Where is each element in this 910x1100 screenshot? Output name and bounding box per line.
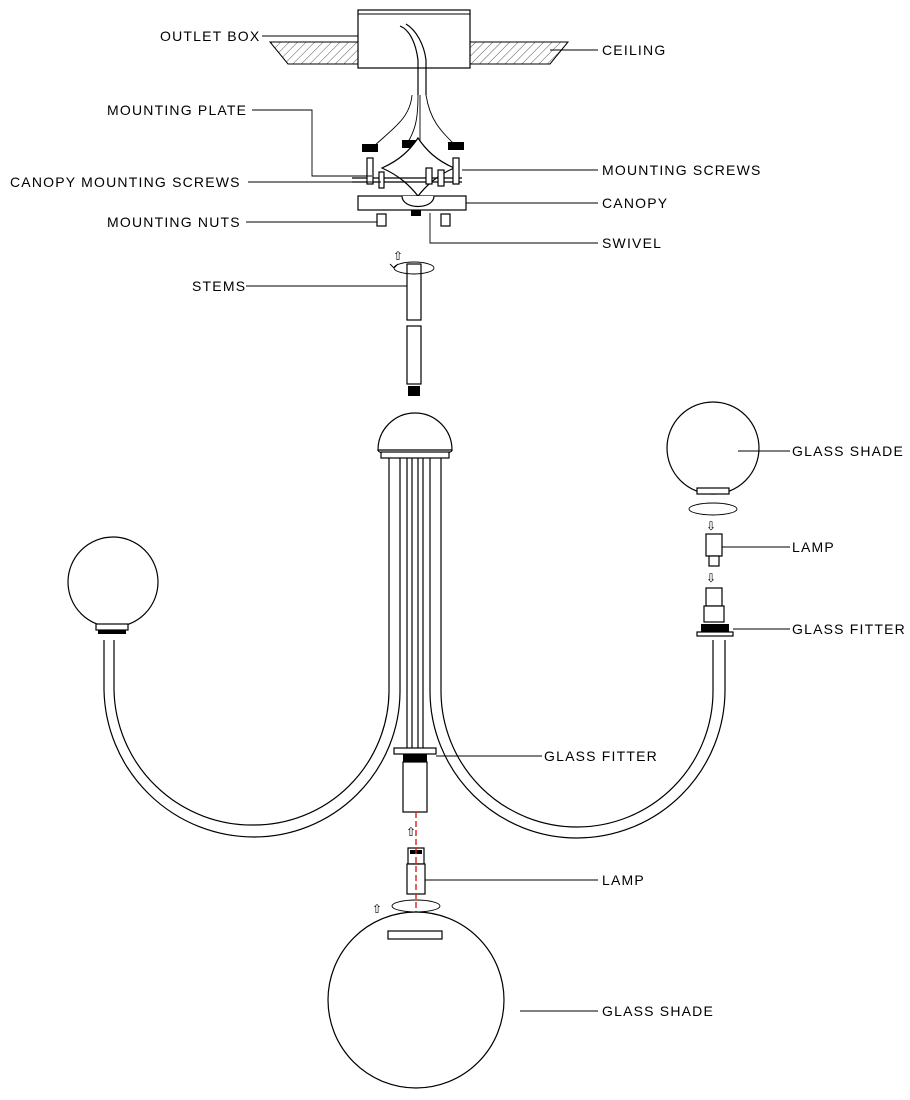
wire-connectors [362,94,464,152]
svg-text:⇩: ⇩ [706,519,716,533]
label-canopy-mounting-screws: CANOPY MOUNTING SCREWS [10,174,241,190]
label-glass-shade-top: GLASS SHADE [792,443,904,459]
stems: ⇧ [389,249,435,396]
center-hub [377,412,453,459]
bottom-glass-shade [327,911,505,1089]
label-glass-shade-bottom: GLASS SHADE [602,1003,714,1019]
label-outlet-box: OUTLET BOX [160,28,260,44]
mounting-nuts [376,213,451,227]
label-ceiling: CEILING [602,42,666,58]
right-lamp: ⇩ ⇩ [688,502,738,585]
left-arm [103,458,401,838]
label-glass-fitter-center: GLASS FITTER [544,748,658,764]
canopy [357,195,467,211]
label-lamp-center: LAMP [602,872,645,888]
outlet-box [357,9,471,95]
swivel [411,210,421,216]
right-glass-fitter [696,587,734,637]
label-mounting-plate: MOUNTING PLATE [107,102,247,118]
left-glass-shade [67,536,159,634]
center-lamp-arrows: ⇧ ⇧ [372,825,441,916]
svg-text:⇧: ⇧ [406,825,416,839]
label-canopy: CANOPY [602,195,668,211]
label-lamp-right: LAMP [792,539,835,555]
label-mounting-screws: MOUNTING SCREWS [602,162,762,178]
label-glass-fitter-right: GLASS FITTER [792,621,906,637]
canopy-mounting-screws [378,171,385,189]
center-drop-rods [406,458,424,748]
leader-lines [246,35,790,1012]
svg-text:⇧: ⇧ [372,902,382,916]
svg-text:⇧: ⇧ [393,249,403,263]
mounting-screws [366,157,460,187]
top-glass-shade [666,401,760,495]
center-lamp [406,847,426,895]
label-mounting-nuts: MOUNTING NUTS [107,214,241,230]
center-glass-fitter [393,747,437,813]
label-stems: STEMS [192,278,246,294]
right-arm [429,458,726,839]
svg-text:⇩: ⇩ [706,571,716,585]
label-swivel: SWIVEL [602,235,662,251]
